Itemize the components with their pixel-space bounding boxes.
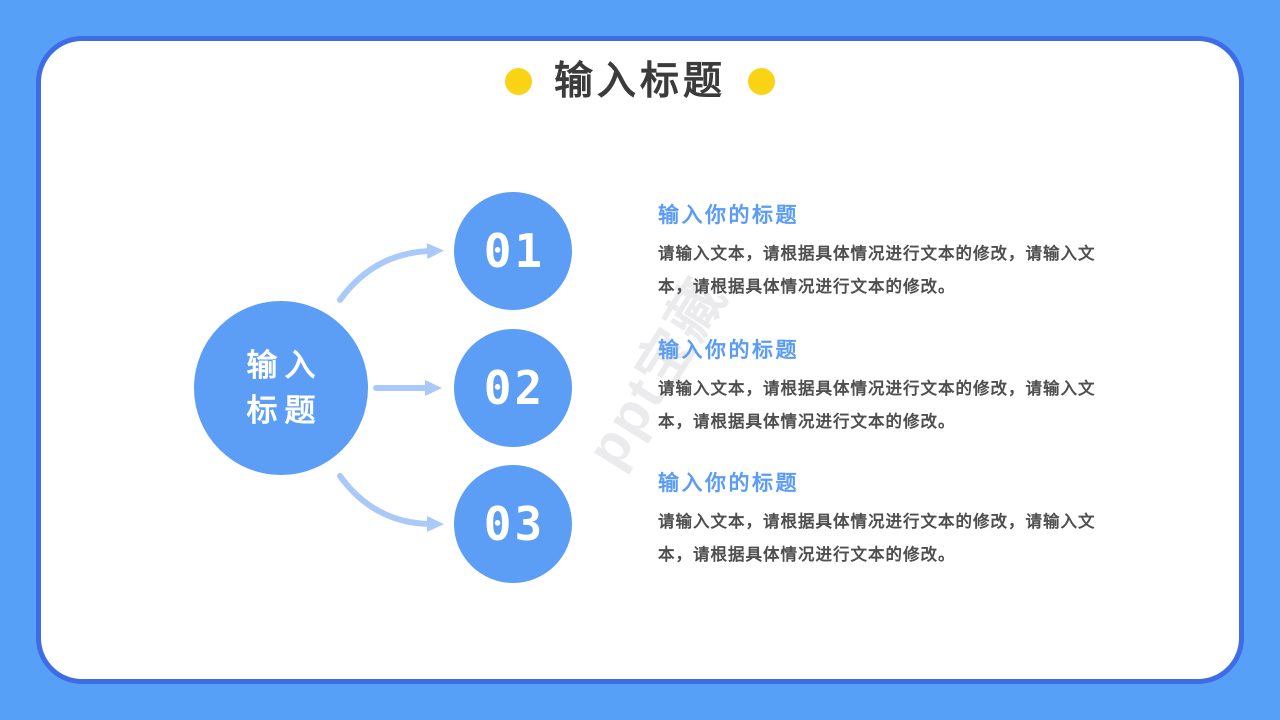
slide-title: 输入标题 [553, 60, 726, 103]
hub-label-line1: 输入 [246, 348, 323, 383]
step-heading-2: 输入你的标题 [658, 339, 799, 362]
step-circle-01: 01 [454, 192, 572, 310]
step-heading-3: 输入你的标题 [658, 472, 799, 495]
step-circle-02: 02 [454, 329, 572, 447]
step-number-02: 02 [483, 361, 546, 415]
step-heading-1: 输入你的标题 [658, 204, 799, 227]
step-body-1: 请输入文本，请根据具体情况进行文本的修改，请输入文本，请根据具体情况进行文本的修… [658, 245, 1096, 297]
slide-title-row: 输入标题 [0, 62, 1280, 101]
hub-label-line2: 标题 [246, 393, 323, 428]
step-circle-03: 03 [454, 465, 572, 583]
step-text-block-2: 输入你的标题 请输入文本，请根据具体情况进行文本的修改，请输入文本，请根据具体情… [658, 338, 1110, 439]
step-number-01: 01 [483, 224, 546, 278]
hub-circle: 输入 标题 [194, 301, 368, 475]
step-text-block-3: 输入你的标题 请输入文本，请根据具体情况进行文本的修改，请输入文本，请根据具体情… [658, 471, 1110, 572]
step-number-03: 03 [483, 497, 546, 551]
title-left-dot-icon [504, 68, 532, 95]
title-right-dot-icon [748, 68, 775, 95]
step-body-3: 请输入文本，请根据具体情况进行文本的修改，请输入文本，请根据具体情况进行文本的修… [658, 513, 1096, 565]
step-text-block-1: 输入你的标题 请输入文本，请根据具体情况进行文本的修改，请输入文本，请根据具体情… [658, 203, 1110, 304]
step-body-2: 请输入文本，请根据具体情况进行文本的修改，请输入文本，请根据具体情况进行文本的修… [658, 380, 1096, 432]
